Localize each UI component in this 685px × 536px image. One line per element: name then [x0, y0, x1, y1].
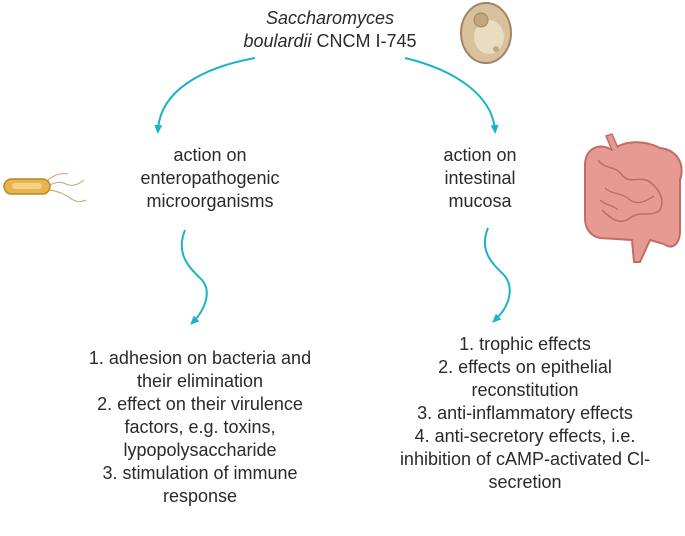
right-branch-heading: action on intestinal mucosa [410, 144, 550, 213]
list-item: 2. effect on their virulence [97, 394, 303, 414]
heading-line: microorganisms [146, 191, 274, 211]
list-item: secretion [488, 472, 562, 492]
title-species: boulardii [243, 31, 312, 51]
arrow-right-down [483, 227, 511, 323]
right-effects-list: 1. trophic effects 2. effects on epithel… [375, 333, 675, 494]
left-branch-heading: action on enteropathogenic microorganism… [110, 144, 310, 213]
diagram-title: Saccharomyces boulardii CNCM I-745 [200, 7, 460, 53]
list-item: 3. anti-inflammatory effects [417, 403, 633, 423]
list-item: response [162, 486, 238, 506]
list-item: 1. adhesion on bacteria and [88, 348, 312, 368]
title-line-1: Saccharomyces [265, 8, 395, 28]
arrow-to-left-branch [154, 57, 256, 134]
heading-line: enteropathogenic [140, 168, 280, 188]
list-item: reconstitution [471, 380, 579, 400]
list-item: 1. trophic effects [459, 334, 591, 354]
bacterium-icon [3, 173, 87, 203]
left-effects-list: 1. adhesion on bacteria and their elimin… [40, 347, 360, 508]
list-item: 3. stimulation of immune [102, 463, 298, 483]
title-strain: CNCM I-745 [311, 31, 417, 51]
title-line-2: boulardii CNCM I-745 [200, 30, 460, 53]
list-item: their elimination [136, 371, 264, 391]
list-item: lypopolysaccharide [123, 440, 277, 460]
arrow-left-down [180, 229, 208, 325]
heading-line: action on [443, 145, 517, 165]
list-item: inhibition of cAMP-activated Cl- [399, 449, 651, 469]
heading-line: intestinal [444, 168, 516, 188]
yeast-cell-icon [460, 2, 512, 64]
heading-line: action on [173, 145, 247, 165]
list-item: 4. anti-secretory effects, i.e. [414, 426, 636, 446]
list-item: 2. effects on epithelial [438, 357, 612, 377]
intestine-icon [584, 133, 683, 263]
heading-line: mucosa [448, 191, 512, 211]
arrow-to-right-branch [404, 57, 499, 134]
list-item: factors, e.g. toxins, [124, 417, 276, 437]
